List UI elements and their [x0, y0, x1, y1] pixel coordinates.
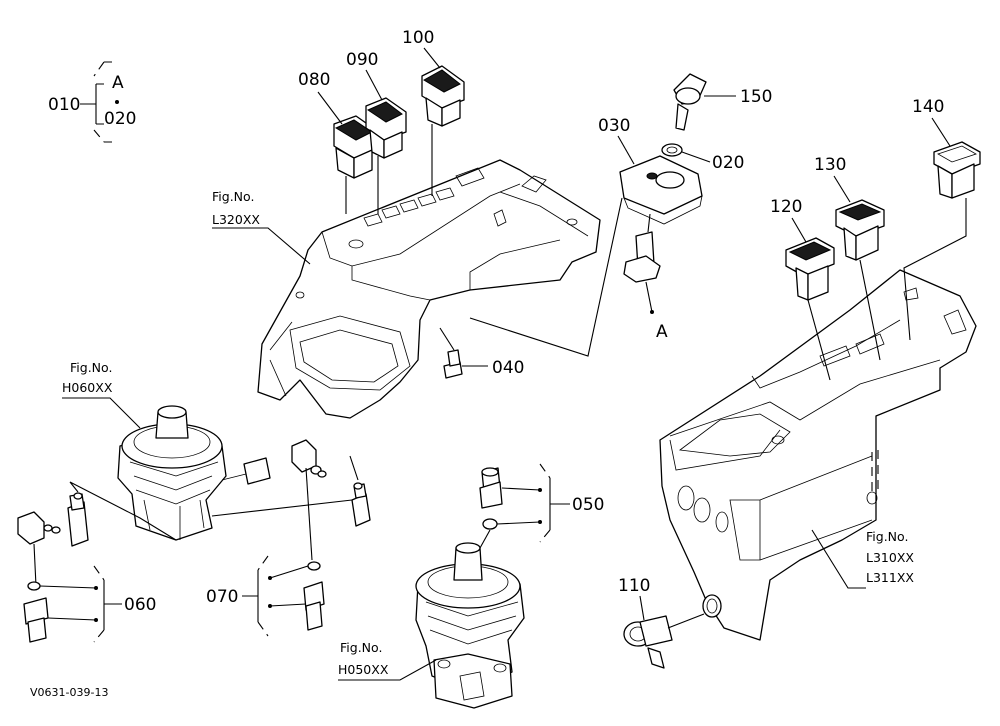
callout-A: A — [656, 322, 668, 342]
bolt-040: 040 — [439, 327, 524, 379]
key-150: 150 — [673, 73, 772, 131]
fig-l310-title: Fig.No. — [866, 529, 908, 544]
plug-070: 070 — [206, 555, 325, 637]
callout-120: 120 — [770, 197, 802, 217]
callout-100: 100 — [402, 28, 434, 48]
right-console — [659, 269, 977, 641]
connector-070-top — [211, 439, 371, 561]
key-switch-assembly: A 030 — [469, 116, 703, 357]
fig-h050-code: H050XX — [338, 662, 389, 677]
callout-020-group: 020 — [104, 109, 136, 129]
fig-h060-title: Fig.No. — [70, 360, 112, 375]
ring-nut-020: 020 — [661, 143, 744, 173]
callout-020: 020 — [712, 153, 744, 173]
callout-060: 060 — [124, 595, 156, 615]
callout-080: 080 — [298, 70, 330, 90]
figure-ref-l310: Fig.No. L310XX L311XX — [811, 529, 914, 589]
callout-090: 090 — [346, 50, 378, 70]
group-010-reference: 010 A 020 — [48, 61, 136, 143]
rocker-switch-090: 090 — [346, 50, 407, 214]
fig-h050-title: Fig.No. — [340, 640, 382, 655]
callout-130: 130 — [814, 155, 846, 175]
fig-l310-code1: L310XX — [866, 550, 914, 565]
socket-110: 110 — [618, 576, 705, 669]
fig-h060-code: H060XX — [62, 380, 113, 395]
callout-030: 030 — [598, 116, 630, 136]
callout-140: 140 — [912, 97, 944, 117]
callout-040: 040 — [492, 358, 524, 378]
rocker-switch-080: 080 — [298, 70, 377, 214]
figure-ref-l320: Fig.No. L320XX — [212, 189, 311, 265]
connector-060: 060 — [17, 481, 177, 643]
fig-l320-title: Fig.No. — [212, 189, 254, 204]
figure-ref-h050: Fig.No. H050XX — [338, 640, 437, 681]
figure-ref-h060: Fig.No. H060XX — [62, 360, 141, 429]
callout-070: 070 — [206, 587, 238, 607]
left-joystick — [117, 405, 271, 541]
center-joystick — [415, 542, 525, 709]
callout-150: 150 — [740, 87, 772, 107]
drawing-code: V0631-039-13 — [30, 686, 108, 699]
switch-120: 120 — [770, 197, 835, 381]
fig-l310-code2: L311XX — [866, 570, 914, 585]
switch-130: 130 — [814, 155, 885, 361]
callout-050: 050 — [572, 495, 604, 515]
callout-110: 110 — [618, 576, 650, 596]
callout-010: 010 — [48, 95, 80, 115]
left-console-panel — [257, 159, 601, 419]
cap-140: 140 — [903, 97, 981, 341]
callout-A-group: A — [112, 73, 124, 93]
fig-l320-code: L320XX — [212, 212, 260, 227]
plug-050: 050 — [479, 463, 604, 549]
rocker-switch-100: 100 — [402, 28, 465, 196]
